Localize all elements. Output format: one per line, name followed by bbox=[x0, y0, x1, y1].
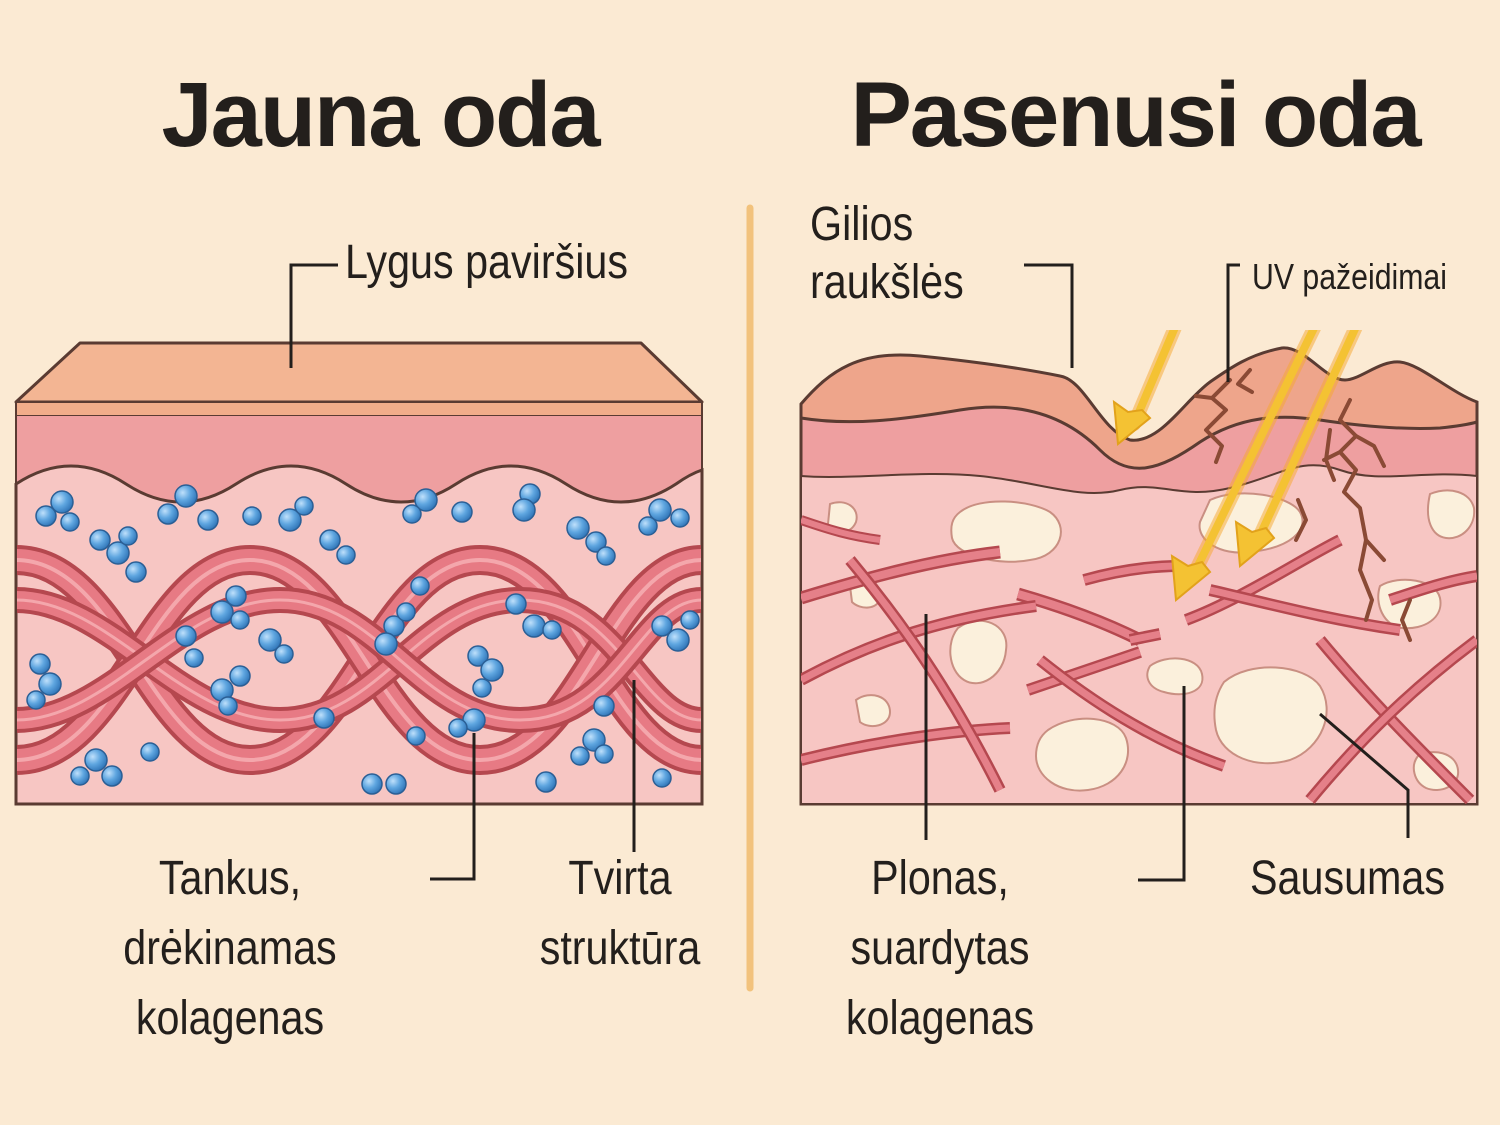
label-uv-damage: UV pažeidimai bbox=[1252, 252, 1447, 302]
label-smooth-surface: Lygus paviršius bbox=[345, 228, 628, 298]
label-dense-collagen-line1: Tankus, bbox=[84, 844, 376, 914]
label-deep-wrinkles-line1: Gilios bbox=[810, 196, 964, 254]
label-thin-collagen: Plonas, suardytas kolagenas bbox=[802, 844, 1077, 1054]
label-firm-structure-line1: Tvirta bbox=[500, 844, 741, 914]
label-firm-structure: Tvirta struktūra bbox=[500, 844, 741, 984]
aged-skin-block bbox=[801, 240, 1477, 804]
label-deep-wrinkles-line2: raukšlės bbox=[810, 254, 964, 312]
label-dense-collagen-line3: kolagenas bbox=[84, 984, 376, 1054]
label-firm-structure-line2: struktūra bbox=[500, 914, 741, 984]
label-dryness: Sausumas bbox=[1250, 844, 1445, 914]
label-thin-collagen-line2: suardytas bbox=[802, 914, 1077, 984]
title-young-skin: Jauna oda bbox=[60, 60, 700, 170]
young-skin-block bbox=[16, 343, 702, 804]
skin-top-surface bbox=[16, 343, 702, 402]
label-dense-collagen-line2: drėkinamas bbox=[84, 914, 376, 984]
label-thin-collagen-line3: kolagenas bbox=[802, 984, 1077, 1054]
label-dense-collagen: Tankus, drėkinamas kolagenas bbox=[84, 844, 376, 1054]
label-deep-wrinkles: Gilios raukšlės bbox=[810, 196, 964, 312]
label-thin-collagen-line1: Plonas, bbox=[802, 844, 1077, 914]
title-aged-skin: Pasenusi oda bbox=[790, 60, 1480, 170]
